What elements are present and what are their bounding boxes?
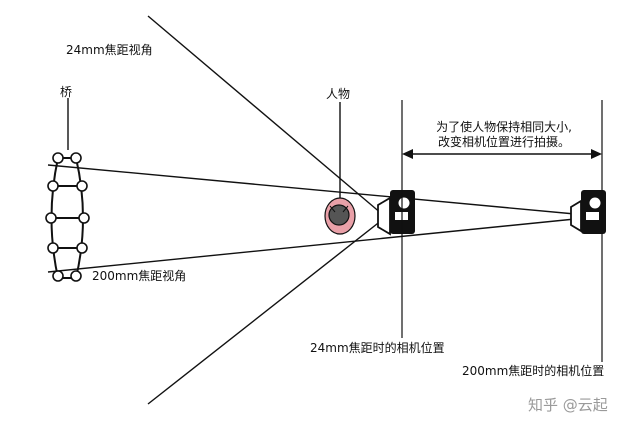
camera-panel — [586, 212, 599, 220]
person-label: 人物 — [326, 87, 351, 101]
wide-angle-label: 24mm焦距视角 — [66, 43, 153, 57]
tele-upper-line — [47, 164, 576, 215]
person-head — [328, 204, 350, 226]
wide-angle-lower-line — [147, 219, 383, 405]
bridge-node — [76, 180, 88, 192]
camera-lens — [377, 196, 391, 236]
note-line-2: 改变相机位置进行拍摄。 — [437, 135, 570, 149]
watermark: 知乎 @云起 — [528, 394, 608, 415]
bridge-node — [78, 212, 90, 224]
arrow-head-left — [402, 149, 413, 159]
camera-200mm-icon — [570, 190, 606, 234]
wide-angle-upper-line — [147, 15, 383, 215]
tele-angle-lines — [47, 164, 576, 273]
note-line-1: 为了使人物保持相同大小, — [436, 120, 572, 134]
person-figure — [324, 102, 356, 235]
watermark-author: @云起 — [562, 396, 608, 414]
camera-24mm-position-label: 24mm焦距时的相机位置 — [310, 341, 445, 355]
bridge-node — [47, 180, 59, 192]
camera-200mm-position-label: 200mm焦距时的相机位置 — [462, 364, 605, 378]
camera-viewfinder — [398, 197, 410, 209]
bridge-node — [70, 152, 82, 164]
camera-lens — [570, 199, 582, 233]
distance-arrow — [402, 149, 602, 159]
bridge-node — [47, 242, 59, 254]
camera-viewfinder — [589, 197, 601, 209]
bridge-nodes — [45, 152, 90, 282]
bridge-node — [52, 152, 64, 164]
bridge-label: 桥 — [60, 85, 73, 99]
watermark-brand: 知乎 — [528, 396, 559, 414]
bridge-node — [52, 270, 64, 282]
wide-angle-lines — [147, 15, 383, 405]
tele-angle-label: 200mm焦距视角 — [92, 269, 187, 283]
tele-lower-line — [47, 218, 576, 273]
person-detail — [329, 205, 349, 213]
bridge-node — [45, 212, 57, 224]
arrow-head-right — [591, 149, 602, 159]
note-text: 为了使人物保持相同大小, 改变相机位置进行拍摄。 — [418, 120, 590, 150]
bridge-node — [70, 270, 82, 282]
bridge-node — [76, 242, 88, 254]
